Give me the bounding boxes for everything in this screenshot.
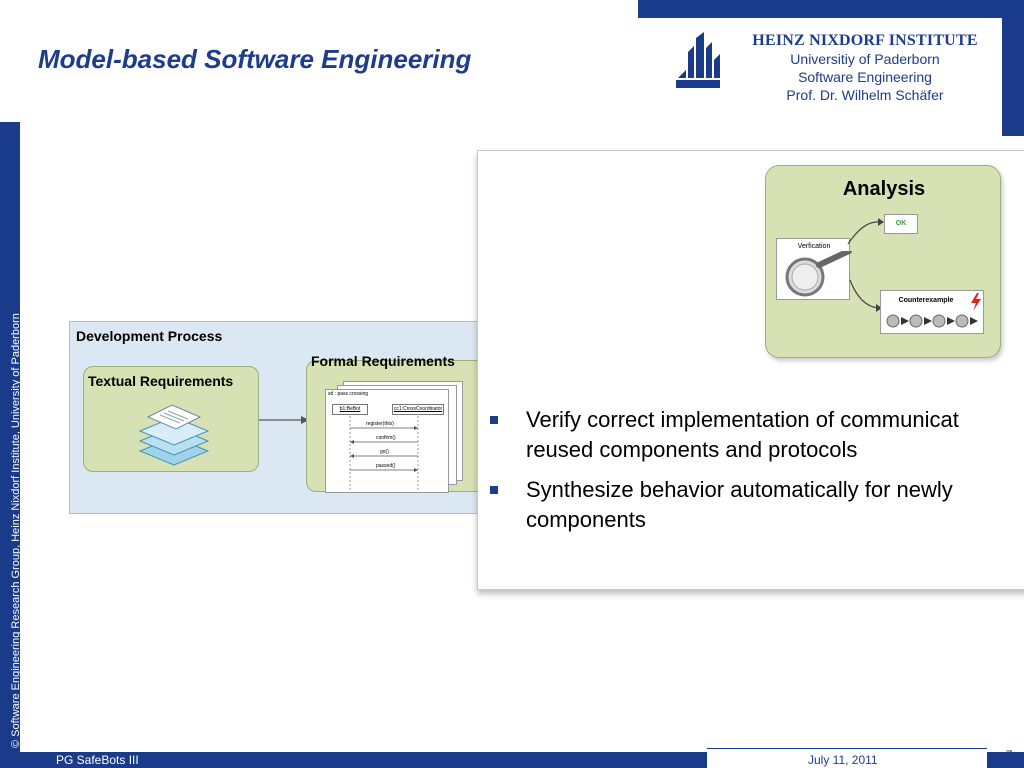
institute-block: HEINZ NIXDORF INSTITUTE Universitiy of P…	[730, 32, 1000, 104]
ok-result: OK	[884, 214, 918, 234]
bullet-synthesize-line1: Synthesize behavior automatically for ne…	[526, 477, 953, 502]
footer-course: PG SafeBots III	[56, 753, 139, 767]
footer-rule	[707, 748, 987, 749]
header-frame-right	[1002, 0, 1024, 136]
message-confirm: confirm()	[376, 435, 396, 441]
trace-states-icon	[886, 314, 978, 328]
footer-date-area	[707, 752, 987, 768]
lightning-icon	[971, 293, 981, 311]
message-register: register(this)	[366, 421, 394, 427]
message-passed: passed()	[376, 463, 396, 469]
bullet-square-icon	[490, 416, 498, 424]
left-sidebar	[0, 122, 20, 756]
hni-logo-icon	[676, 32, 720, 88]
institute-university: Universitiy of Paderborn	[790, 51, 940, 67]
counterexample-box: Counterexample	[880, 290, 984, 334]
lifeline-crosscoordinator: cc1:CrossCoordinator	[392, 404, 444, 415]
textual-requirements-label: Textual Requirements	[88, 373, 234, 389]
development-process-title: Development Process	[76, 328, 223, 344]
bullet-square-icon	[490, 486, 498, 494]
institute-name: HEINZ NIXDORF INSTITUTE	[752, 32, 978, 49]
header-frame-top	[638, 0, 1024, 18]
documents-stack-icon	[138, 404, 210, 466]
magnifier-icon	[785, 251, 852, 297]
bullet-verify-line1: Verify correct implementation of communi…	[526, 407, 959, 432]
bullet-list: Verify correct implementation of communi…	[490, 405, 1024, 545]
bullet-synthesize: Synthesize behavior automatically for ne…	[490, 475, 1024, 535]
sequence-diagram: sd : pass crossing b1:BeBot cc1:CrossCoo…	[325, 389, 449, 493]
lifeline-bebot: b1:BeBot	[332, 404, 368, 415]
verification-label: Verfication	[797, 243, 831, 250]
institute-professor: Prof. Dr. Wilhelm Schäfer	[786, 87, 944, 103]
slide-title: Model-based Software Engineering	[38, 44, 472, 74]
page-number: 7	[1005, 748, 1012, 762]
arrow-to-ok-icon	[847, 218, 884, 245]
sequence-lines	[349, 416, 419, 492]
copyright-text: © Software Engineering Research Group, H…	[10, 313, 22, 748]
counterexample-label: Counterexample	[898, 297, 954, 304]
development-process-panel: Development Process Textual Requirements…	[69, 321, 490, 514]
verification-box: Verfication	[776, 238, 852, 300]
bullet-synthesize-line2: components	[526, 507, 646, 532]
bullet-verify-line2: reused components and protocols	[526, 437, 858, 462]
message-go: go()	[380, 449, 389, 455]
footer-date: July 11, 2011	[808, 753, 878, 767]
process-arrow-icon	[259, 416, 309, 424]
analysis-title: Analysis	[842, 178, 926, 200]
bullet-verify: Verify correct implementation of communi…	[490, 405, 1024, 465]
arrow-to-counterexample-icon	[849, 279, 882, 312]
sequence-header: sd : pass crossing	[328, 391, 369, 397]
analysis-box: Analysis OK Verfication Counterexample	[765, 165, 1001, 358]
formal-requirements-label: Formal Requirements	[311, 353, 455, 369]
formal-requirements-box: Formal Requirements sd : pass crossing b…	[306, 353, 490, 493]
textual-requirements-box: Textual Requirements	[83, 366, 259, 472]
institute-group: Software Engineering	[798, 69, 932, 85]
